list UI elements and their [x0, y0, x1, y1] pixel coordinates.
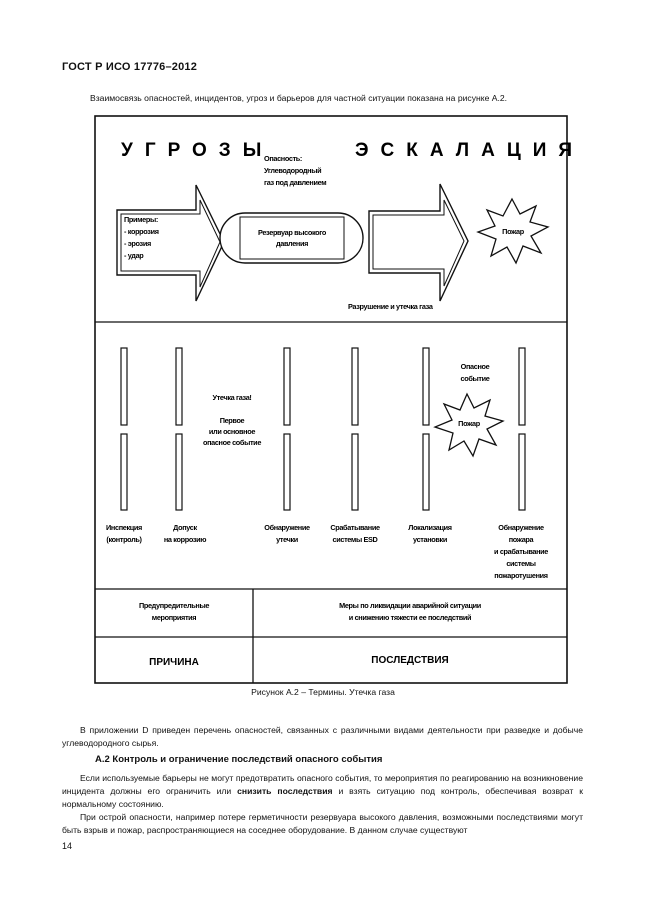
- document-header: ГОСТ Р ИСО 17776–2012: [62, 61, 198, 73]
- tank-body: [239, 216, 345, 260]
- consequences-label: ПОСЛЕДСТВИЯ: [371, 655, 448, 666]
- examples-label-3: - эрозия: [124, 239, 151, 248]
- barrier-bars: [120, 347, 526, 511]
- escalation-arrow-inner: [372, 199, 465, 287]
- figure-frame: [94, 115, 568, 684]
- leak-label-4: опасное событие: [203, 438, 261, 447]
- hazard-label-1: Опасность:: [264, 154, 302, 163]
- fire-top-label: Пожар: [502, 227, 525, 236]
- barrier-label: и срабатывание: [494, 547, 548, 556]
- paragraph-1-part-a: Если используемые барьеры не могут предо…: [62, 773, 583, 796]
- examples-label-4: - удар: [124, 251, 144, 260]
- barrier-label: Срабатывание: [330, 523, 380, 532]
- fire-mid-label: Пожар: [458, 419, 481, 428]
- barrier-label: системы ESD: [333, 535, 378, 544]
- examples-label-1: Примеры:: [124, 215, 158, 224]
- threat-arrow-inner: [120, 199, 221, 288]
- event-label-1: Опасное: [461, 362, 490, 371]
- preventive-label-2: мероприятия: [152, 613, 197, 622]
- figure-caption: Рисунок А.2 – Термины. Утечка газа: [251, 687, 395, 697]
- appendix-note: В приложении D приведен перечень опаснос…: [62, 725, 583, 748]
- barrier-labels: Инспекция (контроль) Допуск на коррозию …: [106, 523, 549, 580]
- tank-outline: [219, 212, 364, 264]
- escalation-title: ЭСКАЛАЦИЯ: [355, 140, 584, 161]
- paragraph-1: Если используемые барьеры не могут предо…: [62, 772, 583, 811]
- paragraph-2: При острой опасности, например потере ге…: [62, 812, 583, 835]
- leak-label-1: Утечка газа!: [213, 393, 252, 402]
- fire-star-top: [476, 197, 550, 265]
- barrier-label: на коррозию: [164, 535, 206, 544]
- examples-label-2: - коррозия: [124, 227, 159, 236]
- cause-label: ПРИЧИНА: [149, 657, 199, 668]
- hazard-label-3: газ под давлением: [264, 178, 326, 187]
- leak-label-3: или основное: [209, 427, 255, 436]
- barrier-label: Инспекция: [106, 523, 142, 532]
- tank-label-1: Резервуар высокого: [258, 228, 327, 237]
- preventive-label-1: Предупредительные: [139, 601, 209, 610]
- paragraph-1-part-c: и взять ситуацию под контроль, обеспечив…: [62, 786, 583, 809]
- barrier-label: пожаротушения: [494, 571, 547, 580]
- escalation-arrow-outer: [368, 183, 469, 302]
- barrier-label: Допуск: [173, 523, 197, 532]
- rupture-label: Разрушение и утечка газа: [348, 302, 434, 311]
- mitigation-label-2: и снижению тяжести ее последствий: [349, 613, 471, 622]
- barrier-label: Обнаружение: [264, 523, 310, 532]
- barrier-label: Обнаружение: [498, 523, 544, 532]
- threats-title: УГРОЗЫ: [121, 140, 273, 161]
- barrier-label: (контроль): [106, 535, 142, 544]
- leak-label-2: Первое: [220, 416, 245, 425]
- tank-label-2: давления: [276, 239, 308, 248]
- barrier-label: Локализация: [408, 523, 451, 532]
- event-label-2: событие: [461, 374, 490, 383]
- barrier-label: системы: [506, 559, 535, 568]
- mitigation-label-1: Меры по ликвидации аварийной ситуации: [339, 601, 481, 610]
- figure-a2: УГРОЗЫ ЭСКАЛАЦИЯ Опасность: Углеводородн…: [94, 115, 584, 684]
- barrier-label: утечки: [276, 535, 298, 544]
- hazard-label-2: Углеводородный: [264, 166, 321, 175]
- page-number: 14: [62, 841, 73, 851]
- paragraph-1-emphasis: снизить последствия: [237, 786, 333, 796]
- fire-star-middle: [433, 392, 505, 458]
- barrier-label: пожара: [509, 535, 535, 544]
- section-title: А.2 Контроль и ограничение последствий о…: [95, 754, 383, 765]
- intro-text: Взаимосвязь опасностей, инцидентов, угро…: [90, 93, 508, 103]
- barrier-label: установки: [413, 535, 447, 544]
